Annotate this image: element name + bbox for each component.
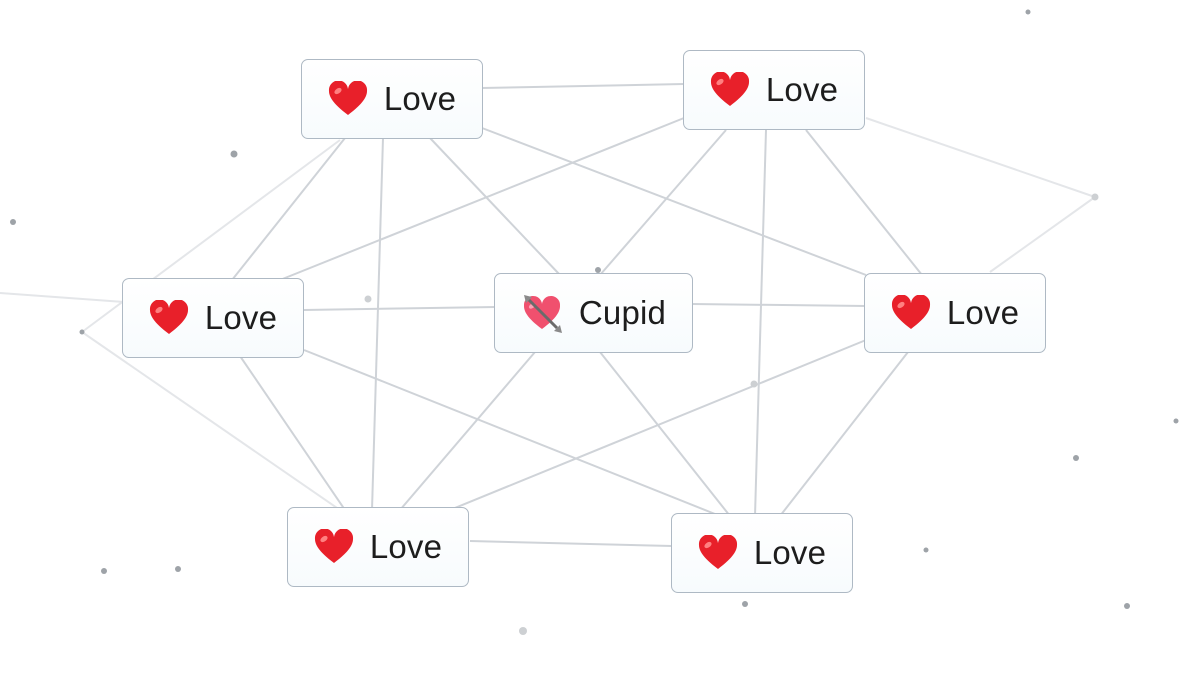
heart-icon [891,295,931,331]
heart-icon [328,81,368,117]
element-tile-cupid[interactable]: Cupid [494,273,693,353]
element-tile-love[interactable]: Love [122,278,304,358]
heart-icon [314,529,354,565]
heart-icon [149,300,189,336]
element-label: Cupid [578,294,667,331]
element-tile-love[interactable]: Love [671,513,853,593]
element-label: Love [204,299,278,336]
heart-with-arrow-icon [521,292,563,334]
element-tile-love[interactable]: Love [287,507,469,587]
element-label: Love [765,71,839,108]
element-label: Love [753,534,827,571]
element-label: Love [946,294,1020,331]
element-label: Love [383,80,457,117]
heart-icon [710,72,750,108]
element-label: Love [369,528,443,565]
element-tile-love[interactable]: Love [301,59,483,139]
heart-icon [698,535,738,571]
element-tile-love[interactable]: Love [683,50,865,130]
element-tile-love[interactable]: Love [864,273,1046,353]
